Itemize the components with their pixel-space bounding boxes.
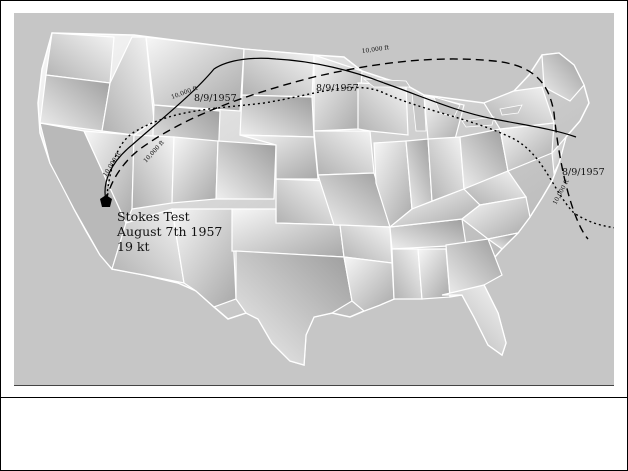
- altitude-label-4: 10,000 ft: [361, 44, 390, 55]
- test-date: August 7th 1957: [117, 224, 223, 239]
- test-name: Stokes Test: [117, 209, 190, 224]
- date-label-dotted: 8/9/1957: [316, 83, 359, 94]
- fallout-trajectories: [104, 57, 614, 240]
- panel-divider: [1, 397, 627, 398]
- test-yield: 19 kt: [117, 239, 150, 254]
- us-map-panel: 10,000 ft 10,000 ft 10,000 ft 10,000 ft …: [14, 13, 614, 386]
- trajectory-solid: [104, 57, 577, 202]
- date-label-dashed: 8/9/1957: [562, 167, 605, 178]
- great-lakes: [362, 78, 523, 132]
- us-map: 10,000 ft 10,000 ft 10,000 ft 10,000 ft …: [14, 13, 614, 385]
- empty-caption-area: [1, 398, 627, 470]
- test-site-marker-icon: [100, 195, 112, 207]
- date-label-solid: 8/9/1957: [194, 93, 237, 104]
- test-info-label: Stokes Test August 7th 1957 19 kt: [117, 209, 222, 254]
